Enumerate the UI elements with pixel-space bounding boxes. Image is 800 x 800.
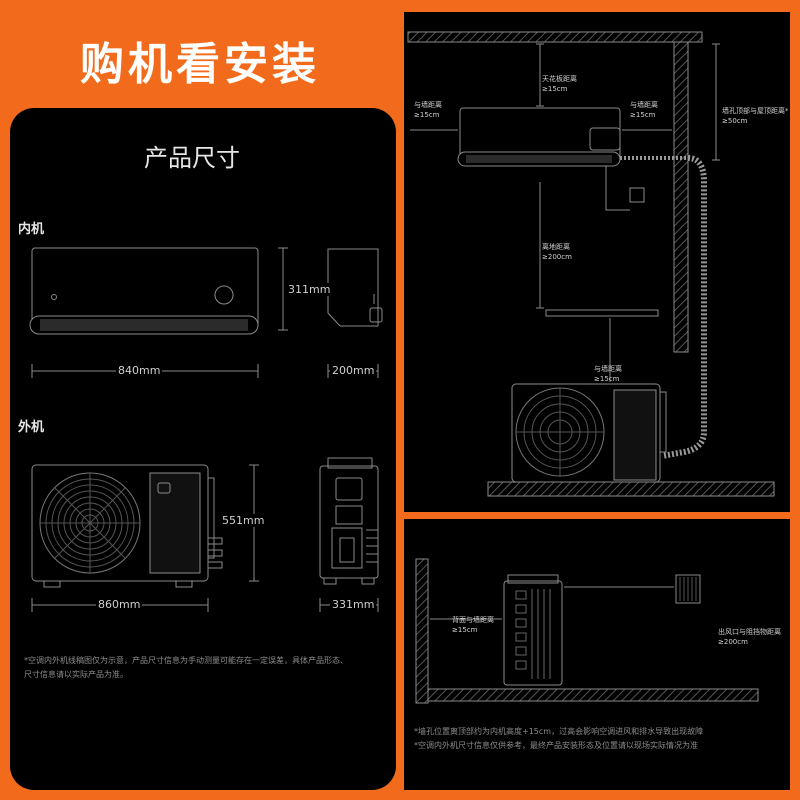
outdoor-fan — [39, 472, 141, 574]
right-wall-distance-label: 与墙距离≥15cm — [630, 101, 658, 119]
product-size-panel: 产品尺寸 内机 311mm 840mm 200mm 外机 551mm 860mm… — [10, 108, 396, 790]
install-side-panel: 背面与墙距离≥15cm 出风口与阻挡物距离≥200cm *墙孔位置离顶部约为内机… — [404, 519, 790, 790]
section-title: 产品尺寸 — [144, 144, 240, 172]
left-wall-distance-label: 与墙距离≥15cm — [414, 101, 442, 119]
outdoor-height-dim: 551mm — [220, 514, 267, 527]
install-note-line-2: *空调内外机尺寸信息仅供参考，最终产品安装形态及位置请以现场实际情况为准 — [414, 741, 698, 750]
indoor-width-dim: 840mm — [116, 364, 163, 377]
outdoor-depth-dim: 331mm — [330, 598, 377, 611]
size-note-line-1: *空调内外机线稿图仅为示意，产品尺寸信息为手动测量可能存在一定误差，具体产品形态… — [24, 656, 348, 665]
hole-distance-label: 墙孔顶部与屋顶距离*≥50cm — [722, 107, 789, 125]
indoor-height-dim: 311mm — [286, 283, 333, 296]
install-note-line-1: *墙孔位置离顶部约为内机高度+15cm，过高会影响空调进风和排水导致出现故障 — [414, 727, 704, 736]
install-front-panel: 天花板距离≥15cm 与墙距离≥15cm 与墙距离≥15cm 墙孔顶部与屋顶距离… — [404, 12, 790, 512]
side-floor — [427, 688, 759, 702]
obstacle — [675, 574, 701, 604]
install-front-drawing — [407, 31, 775, 497]
floor — [487, 481, 775, 497]
indoor-label: 内机 — [18, 222, 45, 237]
size-note-line-2: 尺寸信息请以实际产品为准。 — [24, 670, 128, 679]
outdoor-wall-distance-label: 与墙距离≥15cm — [594, 365, 622, 383]
ceiling — [407, 31, 703, 43]
outdoor-label: 外机 — [18, 420, 45, 435]
page-title: 购机看安装 — [80, 39, 320, 90]
install-side-drawing — [415, 558, 759, 704]
indoor-unit-display — [214, 285, 234, 305]
outdoor-unit-side-view — [503, 580, 563, 686]
size-drawing — [29, 247, 383, 612]
indoor-unit-side — [327, 248, 379, 327]
indoor-depth-dim: 200mm — [330, 364, 377, 377]
wall — [673, 41, 689, 353]
connecting-pipe — [661, 155, 707, 459]
ceiling-distance-label: 天花板距离≥15cm — [542, 75, 577, 93]
outdoor-width-dim: 860mm — [96, 598, 143, 611]
outdoor-unit-side — [319, 465, 379, 579]
back-wall-distance-label: 背面与墙距离≥15cm — [452, 616, 494, 634]
floor-distance-label: 离地距离≥200cm — [542, 243, 572, 261]
outlet-distance-label: 出风口与阻挡物距离≥200cm — [718, 628, 781, 646]
side-wall — [415, 558, 429, 704]
